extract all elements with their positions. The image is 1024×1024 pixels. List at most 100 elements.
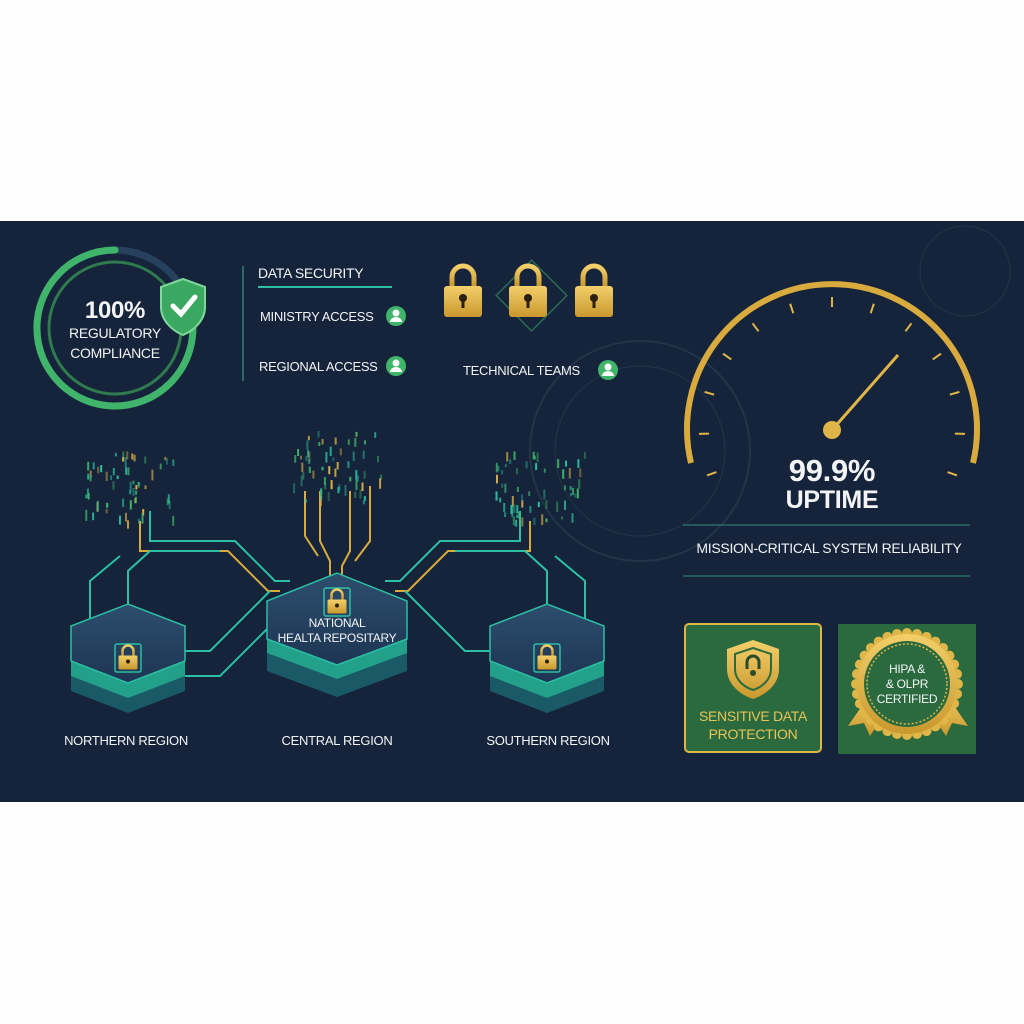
- data-particle: [172, 459, 175, 467]
- data-particle: [168, 501, 171, 510]
- gauge-tick: [751, 322, 760, 332]
- reliability-caption: MISSION-CRITICAL SYSTEM RELIABILITY: [696, 540, 962, 556]
- data-particle: [571, 513, 574, 523]
- data-particle: [354, 491, 357, 498]
- data-particle: [87, 473, 90, 480]
- user-icon: [386, 306, 406, 326]
- gauge-tick: [904, 322, 913, 332]
- data-particle: [355, 432, 358, 436]
- data-particle: [528, 491, 531, 496]
- faint-seal-watermark: [529, 225, 1011, 562]
- data-particle: [334, 437, 337, 445]
- data-particle: [166, 458, 168, 465]
- data-particle: [579, 468, 582, 478]
- data-particle: [133, 454, 136, 462]
- data-particle: [357, 475, 359, 482]
- data-particle: [293, 483, 296, 494]
- central-node-title-1: NATIONAL: [308, 616, 366, 630]
- data-particle: [312, 470, 315, 479]
- data-particle: [564, 500, 566, 510]
- data-particle: [545, 500, 548, 510]
- sensitive-badge-line-1: SENSITIVE DATA: [698, 708, 808, 724]
- data-particle: [511, 506, 514, 517]
- data-particle: [380, 474, 383, 480]
- data-particle: [142, 509, 145, 516]
- data-particle: [497, 465, 500, 472]
- data-particle: [504, 512, 507, 517]
- uptime-gauge: [684, 281, 980, 477]
- data-particle: [164, 456, 167, 461]
- cert-badge-line-1: HIPA &: [889, 662, 925, 676]
- regional-access-label: REGIONAL ACCESS: [259, 359, 378, 374]
- user-icon: [598, 360, 618, 380]
- data-particle: [131, 453, 134, 460]
- gauge-needle: [830, 354, 900, 431]
- data-particle: [302, 471, 305, 480]
- data-particle: [137, 518, 140, 524]
- data-security-heading: DATA SECURITY: [258, 265, 364, 281]
- gauge-tick: [949, 390, 960, 396]
- data-particle: [122, 457, 125, 462]
- data-particle: [306, 440, 309, 450]
- data-particle: [516, 514, 519, 519]
- gauge-tick: [869, 303, 875, 314]
- data-particle: [119, 515, 121, 525]
- data-particle: [305, 456, 308, 462]
- data-particle: [324, 482, 327, 490]
- gauge-tick: [947, 471, 958, 477]
- data-particle: [543, 468, 546, 473]
- data-particle: [574, 493, 577, 498]
- gauge-tick: [932, 352, 942, 361]
- data-particle: [525, 461, 528, 469]
- data-particle: [576, 488, 579, 499]
- data-particle: [85, 509, 88, 521]
- data-particle: [564, 485, 566, 491]
- data-particle: [323, 477, 326, 485]
- data-particle: [565, 460, 567, 467]
- data-particle: [521, 517, 524, 527]
- northern-region-label: NORTHERN REGION: [64, 733, 188, 748]
- data-particle: [144, 456, 147, 464]
- central-node-title-2: HEALTA REPOSITARY: [277, 631, 397, 645]
- data-particle: [516, 505, 519, 514]
- data-particle: [308, 458, 311, 465]
- data-stream-particles: [85, 431, 586, 529]
- data-particle: [545, 518, 548, 523]
- shield-check-icon: [160, 277, 206, 337]
- gauge-tick: [704, 390, 715, 396]
- data-particle: [518, 511, 521, 519]
- data-particle: [504, 483, 507, 493]
- data-particle: [89, 475, 92, 482]
- data-particle: [379, 478, 382, 489]
- data-particle: [135, 485, 138, 490]
- data-particle: [96, 500, 99, 512]
- data-particle: [307, 435, 310, 441]
- sensitive-data-badge: [684, 623, 822, 753]
- data-particle: [114, 452, 117, 457]
- data-particle: [506, 452, 509, 462]
- data-particle: [515, 519, 518, 527]
- data-particle: [511, 496, 514, 507]
- data-particle: [132, 480, 135, 485]
- southern-region-label: SOUTHERN REGION: [486, 733, 610, 748]
- compliance-label-2: COMPLIANCE: [70, 345, 160, 361]
- data-particle: [495, 491, 498, 501]
- data-particle: [167, 494, 170, 504]
- data-particle: [499, 497, 502, 503]
- data-particle: [364, 440, 366, 445]
- infographic-panel: 100% REGULATORY COMPLIANCE DATA SECURITY…: [0, 221, 1024, 802]
- user-icon: [386, 356, 406, 376]
- data-particle: [569, 486, 572, 491]
- data-particle: [337, 486, 340, 494]
- padlock-icon: [444, 263, 482, 317]
- data-particle: [110, 475, 113, 481]
- data-particle: [307, 450, 310, 458]
- data-particle: [97, 466, 100, 474]
- data-particle: [329, 446, 332, 456]
- data-particle: [124, 457, 127, 468]
- data-particle: [577, 459, 580, 468]
- data-particle: [529, 506, 532, 513]
- data-particle: [85, 494, 88, 499]
- data-particle: [172, 515, 175, 526]
- padlock-icon: [509, 263, 547, 317]
